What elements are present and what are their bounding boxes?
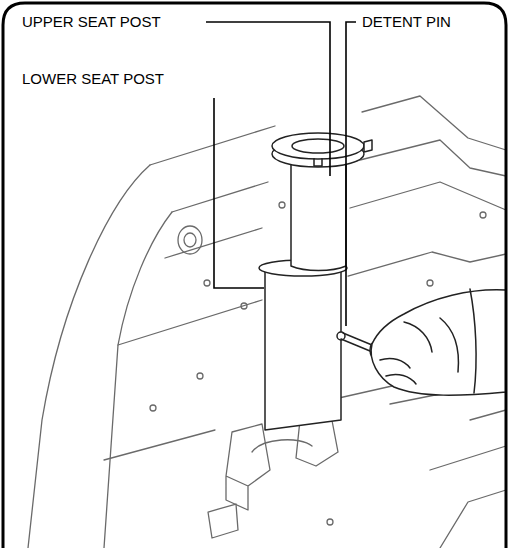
frame bbox=[3, 3, 506, 548]
part-label: LOWER SEAT POST bbox=[20, 70, 166, 88]
leader-line bbox=[214, 98, 264, 288]
hole bbox=[204, 280, 210, 286]
post-bore bbox=[292, 139, 344, 153]
hole bbox=[279, 202, 285, 208]
sleeve bbox=[470, 289, 476, 393]
label-anchor: DETENT PIN bbox=[360, 13, 453, 31]
hand-fingers bbox=[380, 318, 458, 384]
latch-block bbox=[208, 504, 238, 538]
tray-front-edge bbox=[104, 386, 392, 460]
hole bbox=[480, 212, 486, 218]
upper-seat-post bbox=[291, 158, 346, 271]
hole bbox=[427, 280, 433, 286]
post-collar bbox=[272, 133, 364, 159]
tray-outer-wall bbox=[28, 165, 150, 548]
latch-bracket bbox=[226, 424, 270, 510]
hand bbox=[371, 290, 506, 395]
hole bbox=[150, 405, 156, 411]
label-anchor: UPPER SEAT POST bbox=[20, 13, 163, 31]
collar-notch bbox=[314, 158, 322, 166]
latch-wire bbox=[252, 440, 312, 452]
leader-line bbox=[206, 22, 330, 176]
tray-step bbox=[390, 386, 506, 548]
part-label: UPPER SEAT POST bbox=[20, 13, 163, 31]
hole bbox=[327, 519, 333, 525]
boss bbox=[184, 233, 196, 247]
collar-tab bbox=[364, 140, 372, 152]
lower-seat-post bbox=[265, 270, 341, 430]
label-anchor: LOWER SEAT POST bbox=[20, 70, 166, 88]
hole bbox=[197, 373, 203, 379]
tray-back-edge bbox=[150, 96, 506, 165]
leader-line bbox=[346, 22, 356, 326]
detent-pin bbox=[341, 333, 372, 351]
boss bbox=[178, 226, 202, 254]
tray-inner-wall bbox=[104, 212, 172, 548]
hole bbox=[241, 303, 247, 309]
part-label: DETENT PIN bbox=[360, 13, 453, 31]
